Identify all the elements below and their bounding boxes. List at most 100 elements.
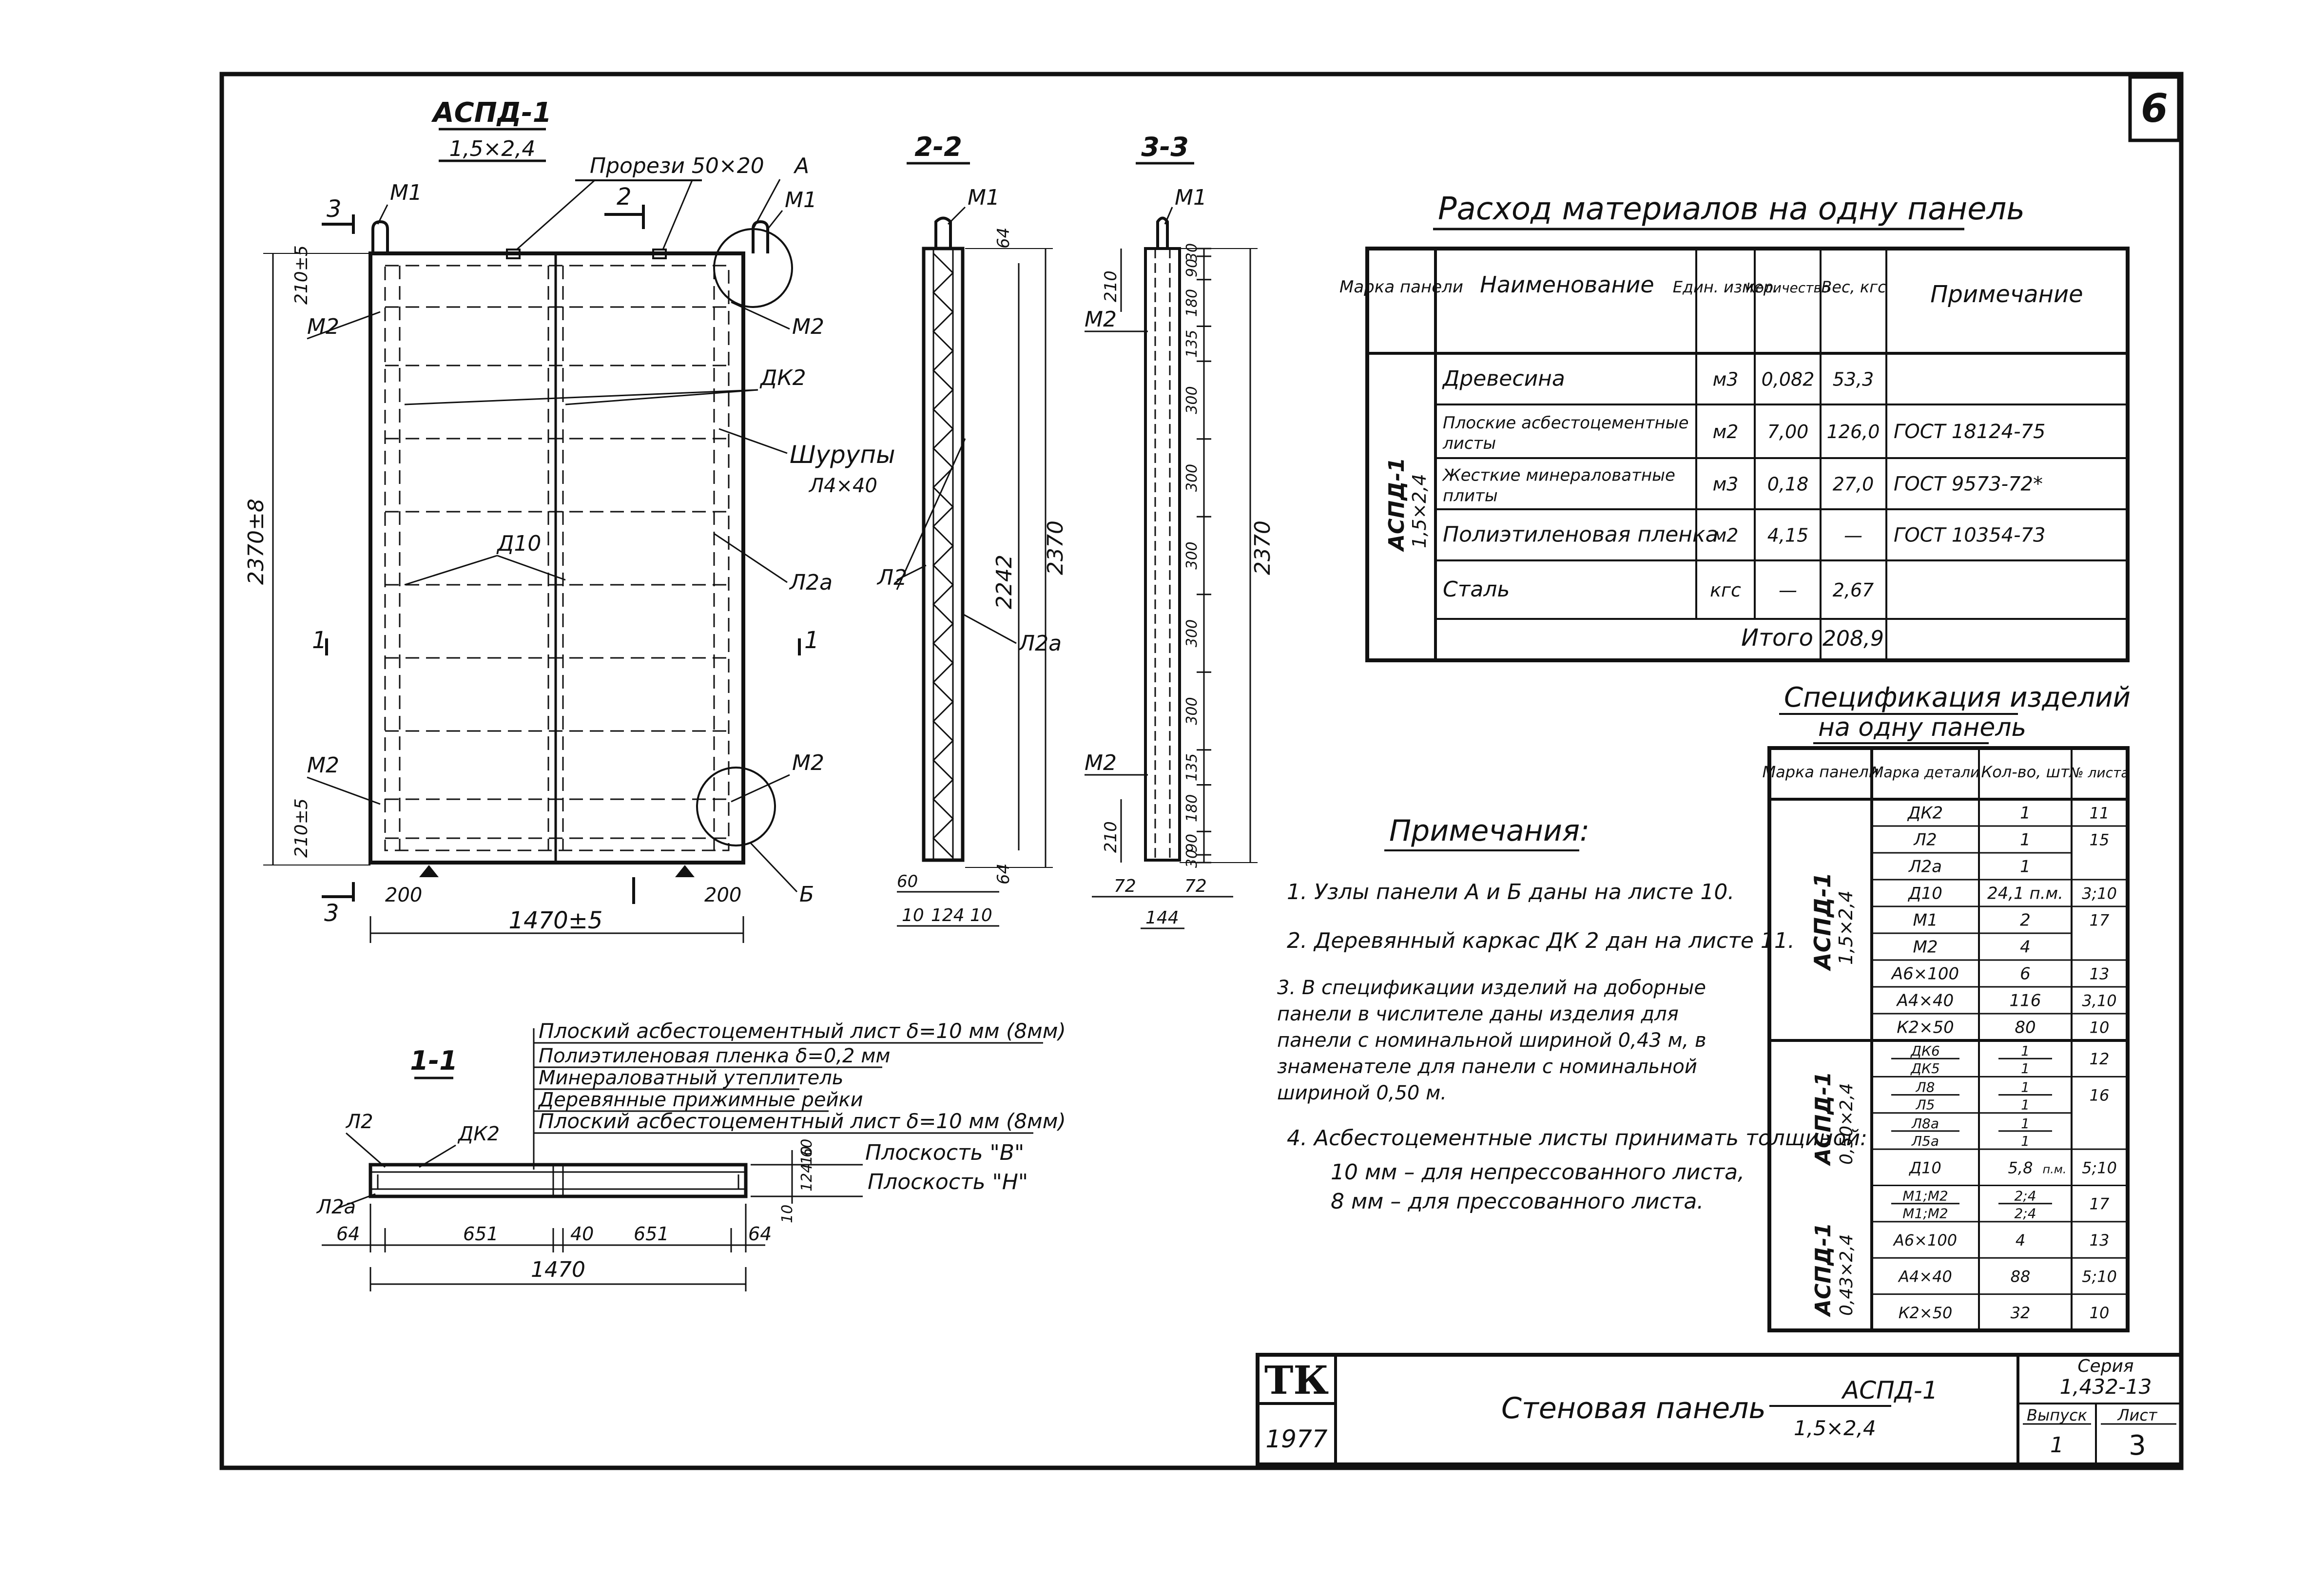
- section-3-label-m1: М1: [1175, 185, 1207, 210]
- section-3-segment-label: 135: [1183, 330, 1201, 358]
- spec-row-part: Д10: [1908, 1158, 1941, 1177]
- section-3-title: 3-3: [1141, 132, 1189, 162]
- spec-row-qty-top: 2;4: [2014, 1188, 2036, 1204]
- label-m2-topleft: М2: [307, 314, 339, 339]
- section-1-dim-651-left: 651: [463, 1223, 499, 1245]
- section-1-dim-side-124: 124: [798, 1164, 815, 1192]
- materials-row-name-part: Жесткие минераловатные: [1442, 466, 1675, 485]
- dim-200-right: 200: [704, 884, 741, 906]
- note-1a: 1. Узлы панели А и Б даны на листе 10.: [1287, 880, 1734, 904]
- section-3-segment-label: 30: [1183, 849, 1201, 868]
- section-3-segment-label: 30: [1183, 243, 1201, 262]
- section-3-label-m2-bottom: М2: [1085, 750, 1117, 775]
- section-2-dim-2242: 2242: [992, 555, 1017, 609]
- dim-height-main: 2370±8: [244, 499, 269, 585]
- spec-row-part: М2: [1913, 938, 1938, 957]
- section-1-layer-1: Плоский асбестоцементный лист δ=10 мм (8…: [539, 1019, 1066, 1043]
- spec-row-qty: 1: [2020, 857, 2031, 877]
- section-3-segment-label: 300: [1183, 386, 1201, 414]
- spec-row-part: К2×50: [1897, 1018, 1954, 1038]
- spec-row-part: К2×50: [1899, 1304, 1953, 1322]
- section-2-label-m1: М1: [968, 185, 1000, 210]
- materials-row-weight: 27,0: [1833, 474, 1874, 495]
- section-3-segment-label: 180: [1183, 794, 1201, 822]
- section-3-dim-210-top: 210: [1101, 270, 1121, 302]
- label-l2a: Л2а: [789, 570, 833, 595]
- spec-row-part: А4×40: [1896, 991, 1954, 1011]
- dim-width-main: 1470±5: [509, 907, 603, 934]
- materials-section: Расход материалов на одну панель Марка п…: [1339, 191, 2130, 662]
- title-block-sheet-label: Лист: [2117, 1406, 2157, 1424]
- spec-group1-size: 1,5×2,4: [1835, 890, 1857, 965]
- spec-row-qty: 24,1 п.м.: [1987, 884, 2063, 904]
- section-3-dim-72-right: 72: [1184, 876, 1207, 896]
- dim-bottom-offset: 210±5: [291, 798, 311, 858]
- spec-row-qty: 1: [2020, 804, 2031, 823]
- spec-row-sheet: 5;10: [2082, 1158, 2117, 1177]
- spec-group1-mark: АСПД-1: [1809, 872, 1836, 971]
- materials-header-note: Примечание: [1930, 281, 2083, 308]
- title-block-sheet-value: 3: [2129, 1430, 2146, 1461]
- section-2-dim-2370: 2370: [1043, 520, 1068, 575]
- materials-row-note: ГОСТ 18124-75: [1894, 421, 2045, 443]
- materials-row-unit: м2: [1713, 421, 1739, 442]
- spec-row-qty: 2: [2020, 911, 2031, 930]
- main-view-title: АСПД-1: [431, 97, 551, 129]
- section-3-dim-2370: 2370: [1250, 520, 1275, 575]
- materials-row-unit: м2: [1713, 525, 1739, 546]
- materials-row-qty: —: [1779, 579, 1797, 601]
- title-block-issue-value: 1: [2050, 1433, 2064, 1458]
- section-2-dim-64-top: 64: [994, 228, 1013, 249]
- materials-table: [1365, 247, 2130, 662]
- section-2-dim-60: 60: [897, 872, 918, 891]
- materials-row-weight: 2,67: [1833, 579, 1874, 601]
- label-screws-2: Л4×40: [808, 475, 877, 497]
- section-2-label-l2a: Л2а: [1018, 631, 1062, 656]
- section-1-title: 1-1: [410, 1045, 458, 1076]
- section-2-dim-b2: 124: [931, 905, 965, 925]
- materials-header-name: Наименование: [1480, 271, 1654, 298]
- spec-row-sheet: 15: [2090, 831, 2110, 849]
- section-1-dim-64-right: 64: [748, 1223, 772, 1245]
- spec-row-sheet: 13: [2090, 965, 2110, 983]
- spec-header-qty: Кол-во, шт: [1981, 763, 2070, 781]
- materials-total-value: 208,9: [1822, 626, 1884, 651]
- section-1-dim-side-60: 60: [798, 1139, 815, 1157]
- label-dk2: ДК2: [759, 365, 806, 390]
- spec-row-part-top: М1;М2: [1902, 1188, 1948, 1204]
- spec-row-qty-top: 1: [2021, 1079, 2030, 1096]
- title-block-name: Стеновая панель: [1501, 1391, 1766, 1425]
- spec-row-sheet: 13: [2090, 1231, 2110, 1250]
- section-2-dim-b3: 10: [970, 905, 992, 925]
- spec-row-part-top: Л8: [1916, 1079, 1935, 1096]
- materials-title: Расход материалов на одну панель: [1438, 191, 2025, 227]
- note-1-text: 1. Узлы панели А и Б даны на листе 10.: [1287, 880, 1734, 904]
- materials-row-name-part: Плоские асбестоцементные: [1443, 413, 1689, 433]
- materials-row-name-part: плиты: [1443, 486, 1498, 506]
- spec-row-sheet: 3;10: [2082, 885, 2117, 903]
- label-m2-bottomright: М2: [792, 750, 824, 775]
- section-3-label-m2-top: М2: [1085, 307, 1117, 332]
- section-3-segment-label: 300: [1183, 541, 1201, 569]
- materials-row-weight: 53,3: [1833, 369, 1874, 390]
- spec-title-1: Спецификация изделий: [1784, 682, 2131, 713]
- note-4: 4. Асбестоцементные листы принимать толщ…: [1287, 1126, 1867, 1151]
- materials-row-note: ГОСТ 9573-72*: [1894, 473, 2043, 496]
- spec-row-qty-bottom: 2;4: [2014, 1206, 2036, 1222]
- section-1-1: 1-1 Плоский асбестоцементный лист δ=10 м…: [316, 1019, 1066, 1291]
- note-4-line-2: 8 мм – для прессованного листа.: [1331, 1189, 1704, 1214]
- spec-header-part: Марка детали: [1871, 764, 1979, 781]
- spec-row-qty: 1: [2020, 830, 2031, 850]
- section-3-dim-72-left: 72: [1114, 876, 1136, 896]
- label-m1-left: М1: [390, 180, 422, 205]
- notes-section: Примечания: 1. Узлы панели А и Б даны на…: [1277, 814, 1867, 1214]
- section-1-label-dk2: ДК2: [457, 1123, 500, 1145]
- spec-row-part: Л2: [1913, 830, 1937, 850]
- materials-panel-size: 1,5×2,4: [1409, 474, 1430, 548]
- spec-row-qty: 4: [2020, 938, 2031, 957]
- spec-row-qty: 32: [2011, 1304, 2031, 1322]
- spec-row-qty: 88: [2011, 1267, 2031, 1286]
- section-1-plane-n: Плоскость "Н": [868, 1170, 1028, 1194]
- spec-group2-mark-b: АСПД-1: [1811, 1223, 1836, 1317]
- section-2-dim-64-bottom: 64: [994, 864, 1013, 885]
